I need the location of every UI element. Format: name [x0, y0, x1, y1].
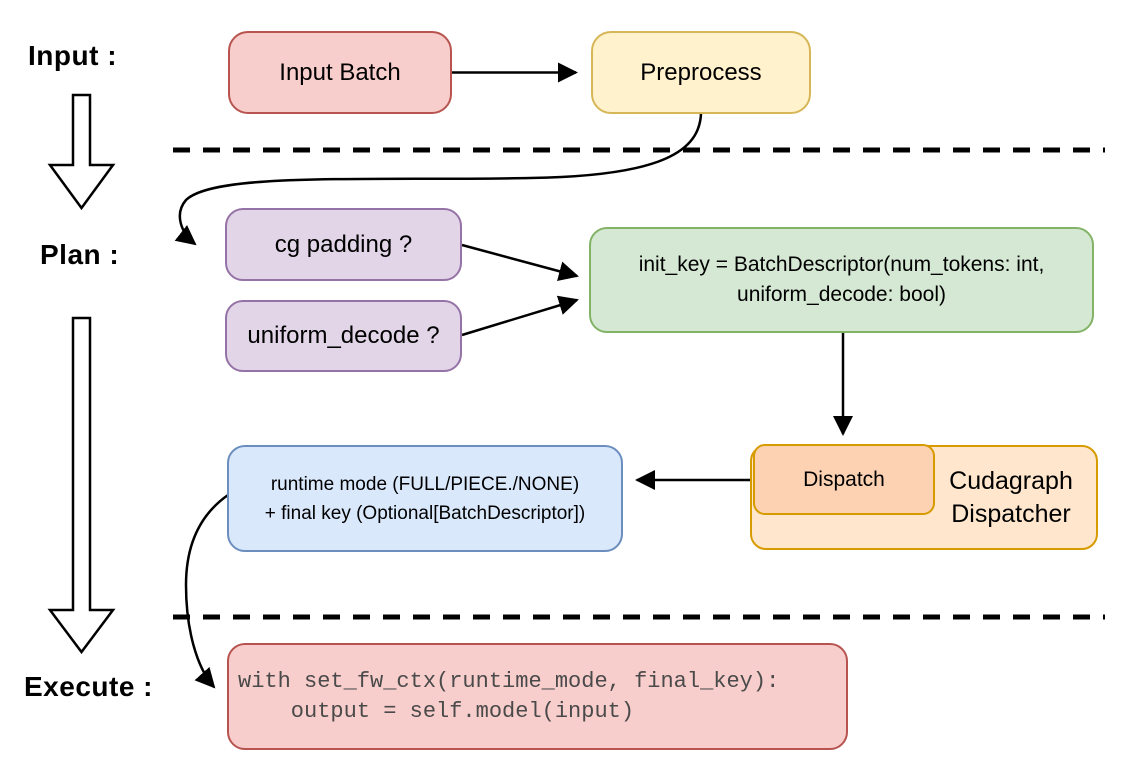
node-runtime-mode-line1: runtime mode (FULL/PIECE./NONE): [270, 473, 580, 495]
node-uniform-decode-label: uniform_decode ?: [247, 322, 440, 349]
node-preprocess-label: Preprocess: [640, 58, 762, 86]
section-label-plan: Plan :: [40, 239, 120, 270]
arrow-cg-padding-to-init-key: [461, 243, 579, 281]
node-preprocess: Preprocess: [591, 31, 811, 114]
node-cudagraph-dispatcher-line1: Cudagraph: [949, 466, 1073, 495]
section-label-execute: Execute :: [24, 671, 153, 702]
node-runtime-mode-line2: + final key (Optional[BatchDescriptor]): [264, 502, 586, 524]
node-init-key-line2: uniform_decode: bool): [737, 283, 946, 306]
node-dispatch: Dispatch: [753, 444, 935, 515]
node-cudagraph-dispatcher-line2: Dispatcher: [951, 499, 1071, 528]
node-cudagraph-dispatcher-label: Cudagraph Dispatcher: [930, 465, 1092, 531]
node-uniform-decode: uniform_decode ?: [225, 300, 462, 372]
node-input-batch-label: Input Batch: [279, 58, 401, 86]
node-init-key-line1: init_key = BatchDescriptor(num_tokens: i…: [638, 253, 1045, 276]
node-cg-padding-label: cg padding ?: [274, 230, 413, 258]
section-label-input: Input :: [28, 40, 118, 71]
node-input-batch: Input Batch: [228, 31, 452, 114]
node-execute-code: with set_fw_ctx(runtime_mode, final_key)…: [227, 643, 848, 750]
hollow-arrow-plan-to-execute: [47, 316, 116, 655]
hollow-arrow-input-to-plan: [47, 93, 116, 211]
arrow-uniform-decode-to-init-key: [461, 295, 579, 337]
node-init-key: init_key = BatchDescriptor(num_tokens: i…: [589, 227, 1094, 333]
node-runtime-mode: runtime mode (FULL/PIECE./NONE) + final …: [227, 445, 623, 552]
execute-code-line1: with set_fw_ctx(runtime_mode, final_key)…: [238, 668, 780, 694]
curve-runtime-mode-to-execute-code: [184, 493, 229, 689]
execute-code-line2: output = self.model(input): [238, 698, 635, 724]
node-cg-padding: cg padding ?: [225, 208, 462, 281]
node-dispatch-label: Dispatch: [803, 467, 885, 491]
